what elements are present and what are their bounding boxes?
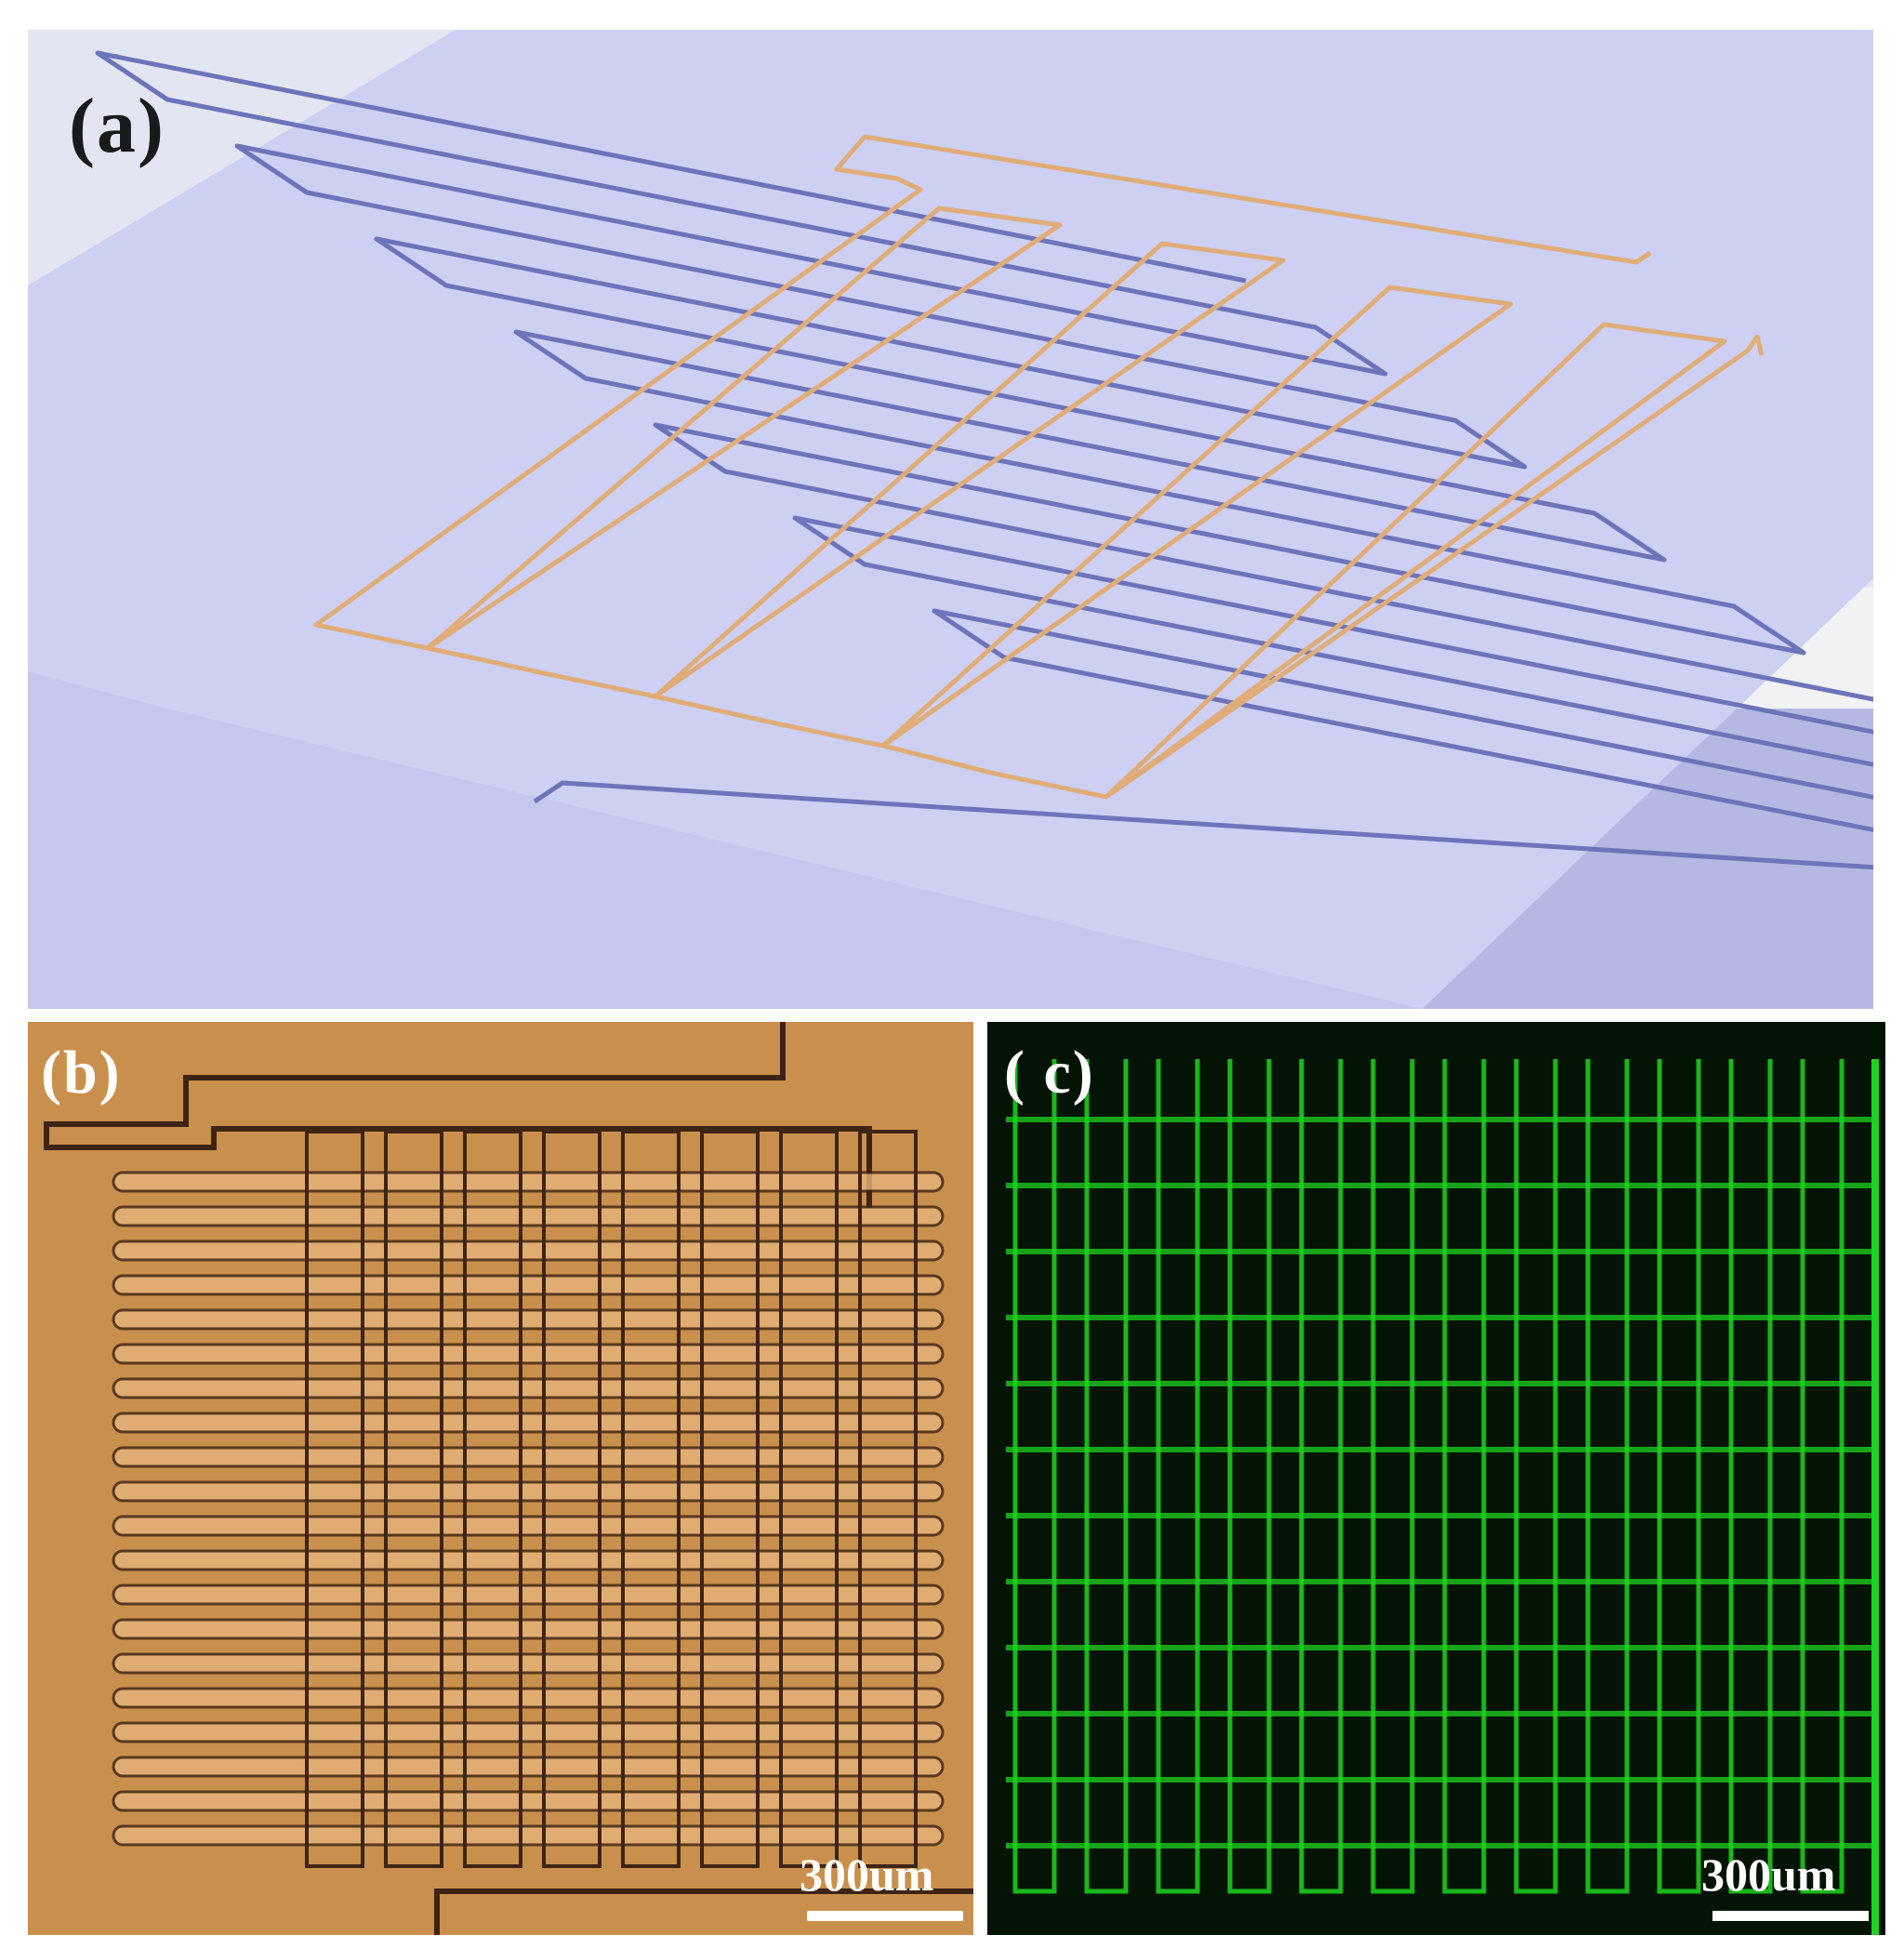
panel-b-scale-bar	[807, 1911, 963, 1921]
optical-serpentine-row	[112, 1687, 945, 1709]
fluorescence-background	[987, 1022, 1885, 1935]
optical-serpentine-row	[112, 1171, 945, 1193]
optical-vertical-channel	[621, 1130, 681, 1868]
schematic-panel: (a)	[28, 30, 1873, 1009]
optical-vertical-channel	[384, 1130, 443, 1868]
optical-micrograph-channels	[28, 1022, 973, 1935]
optical-serpentine-row	[112, 1584, 945, 1606]
optical-outlet-channel	[434, 1888, 973, 1935]
optical-serpentine-row	[112, 1721, 945, 1743]
optical-vertical-channel	[463, 1130, 522, 1868]
fluorescence-vertical-loop	[1227, 1059, 1272, 1894]
optical-serpentine-row	[112, 1411, 945, 1434]
fluorescence-vertical-loop	[1442, 1059, 1487, 1894]
optical-serpentine-row	[112, 1618, 945, 1640]
optical-serpentine-row	[112, 1652, 945, 1675]
substrate-top-surface	[28, 30, 1873, 1009]
optical-serpentine-row	[112, 1756, 945, 1778]
optical-vertical-channel	[700, 1130, 760, 1868]
orange-crossing-channel	[313, 134, 1765, 800]
optical-vertical-channel	[542, 1130, 602, 1868]
optical-serpentine-row	[112, 1205, 945, 1227]
panel-b-label: (b)	[41, 1039, 122, 1107]
optical-inlet-channel	[44, 1022, 872, 1208]
fluorescence-grid	[987, 1022, 1885, 1935]
optical-serpentine-row	[112, 1790, 945, 1812]
fluorescence-vertical-loop	[1370, 1059, 1415, 1894]
fluorescence-vertical-loop	[1585, 1059, 1630, 1894]
optical-serpentine-row	[112, 1308, 945, 1331]
optical-serpentine-row	[112, 1515, 945, 1537]
optical-serpentine-row	[112, 1549, 945, 1571]
optical-micrograph-panel: (b) 300um	[28, 1022, 973, 1935]
optical-serpentine-row	[112, 1480, 945, 1503]
optical-serpentine-row	[112, 1377, 945, 1399]
optical-serpentine-row	[112, 1446, 945, 1468]
fluorescence-vertical-loop	[1299, 1059, 1343, 1894]
optical-vertical-channel	[779, 1130, 839, 1868]
optical-vertical-channel	[305, 1130, 364, 1868]
panel-c-scale-bar	[1712, 1911, 1869, 1921]
fluorescence-vertical-loop	[1514, 1059, 1558, 1894]
panel-c-scale-label: 300um	[1701, 1849, 1836, 1901]
schematic-channel-rendering	[28, 30, 1873, 1009]
optical-serpentine-row	[112, 1274, 945, 1296]
fluorescence-vertical-loop	[1084, 1059, 1129, 1894]
optical-serpentine-row	[112, 1824, 945, 1847]
fluorescence-vertical-loop	[1156, 1059, 1200, 1894]
panel-c-label: ( c)	[1004, 1039, 1095, 1107]
fluorescence-micrograph-panel: ( c) 300um	[987, 1022, 1885, 1935]
panel-a-label: (a)	[69, 83, 165, 169]
optical-serpentine-row	[112, 1239, 945, 1262]
fluorescence-vertical-loop	[1012, 1059, 1057, 1894]
optical-serpentine-row	[112, 1343, 945, 1365]
blue-serpentine-channel	[95, 50, 1873, 870]
fluorescence-vertical-loop	[1728, 1059, 1773, 1894]
panel-b-scale-label: 300um	[800, 1849, 934, 1901]
optical-vertical-channel	[858, 1130, 918, 1868]
substrate-left-face	[28, 285, 1422, 1009]
fluorescence-vertical-loop	[1657, 1059, 1701, 1894]
fluorescence-vertical-loop	[1800, 1059, 1844, 1894]
